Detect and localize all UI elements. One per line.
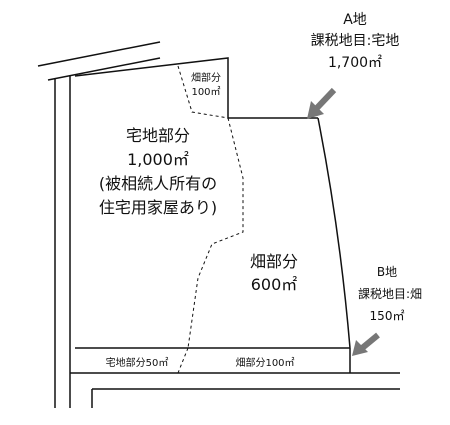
field-part-title: 畑部分 <box>250 252 298 271</box>
house-part-title: 宅地部分 <box>126 126 190 145</box>
small-field-title: 畑部分 <box>191 71 221 84</box>
strip-house-label: 宅地部分50㎡ <box>106 356 169 369</box>
road-top-edge-2 <box>47 57 161 81</box>
parcel-a-boundary <box>74 57 318 119</box>
small-field-boundary <box>177 65 229 119</box>
parcel-a-area: 1,700㎡ <box>328 55 382 71</box>
house-part-note-2: 住宅用家屋あり) <box>99 198 217 217</box>
strip-divider <box>177 347 189 374</box>
strip-field-label: 畑部分100㎡ <box>235 356 294 369</box>
parcel-b-category: 課税地目:畑 <box>358 286 422 301</box>
parcel-b-name: B地 <box>377 265 397 279</box>
road-top-edge-1 <box>37 41 161 67</box>
small-field-area: 100㎡ <box>191 86 220 98</box>
house-field-boundary <box>187 117 244 349</box>
house-part-note-1: (被相続人所有の <box>99 174 217 193</box>
parcel-a-name: A地 <box>343 12 367 28</box>
arrow-to-parcel-b <box>352 332 380 356</box>
arrow-to-parcel-a <box>307 87 337 119</box>
parcel-a-category: 課税地目:宅地 <box>311 33 400 49</box>
parcel-b-area: 150㎡ <box>370 309 405 323</box>
parcel-a-east-boundary <box>317 117 351 349</box>
field-part-area: 600㎡ <box>251 275 298 294</box>
house-part-area: 1,000㎡ <box>127 150 189 169</box>
